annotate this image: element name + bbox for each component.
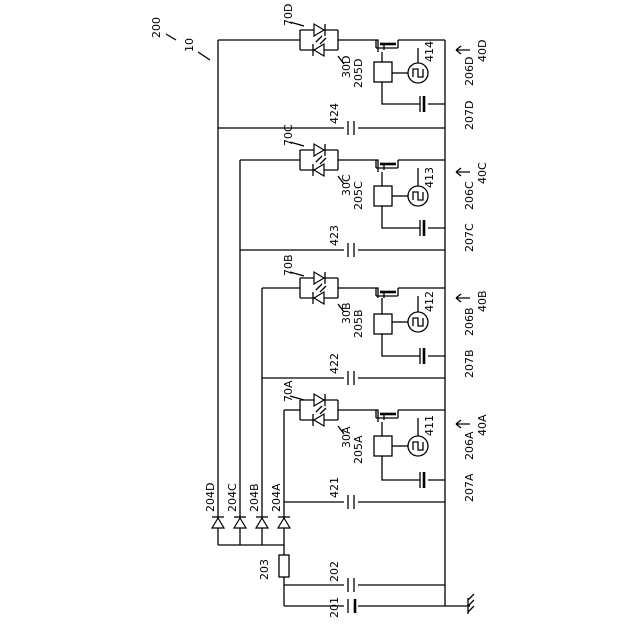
diode-204c: 204C	[226, 483, 246, 545]
capacitor-423: 423	[328, 225, 358, 257]
channel-a: 70A 30A 205A 411 206A 207A 40A	[282, 380, 489, 502]
capacitor-202: 202	[328, 561, 358, 592]
photocoupler-70a: 70A 30A	[282, 380, 353, 448]
channel-b: 70B 30B 205B 412 206B 207B 40B	[262, 254, 489, 378]
svg-text:414: 414	[423, 41, 436, 62]
capacitor-421: 421	[328, 477, 358, 509]
figure-label-10: 10	[183, 38, 210, 60]
svg-text:205C: 205C	[352, 181, 365, 210]
capacitor-422: 422	[328, 353, 358, 385]
svg-text:411: 411	[423, 415, 436, 436]
svg-text:206C: 206C	[463, 181, 476, 210]
svg-text:202: 202	[328, 561, 341, 582]
transistor-d	[376, 40, 398, 50]
svg-text:40B: 40B	[476, 290, 489, 312]
svg-text:204D: 204D	[204, 483, 217, 512]
control-block-205c	[374, 186, 392, 206]
svg-text:207C: 207C	[463, 223, 476, 252]
svg-text:204A: 204A	[270, 483, 283, 512]
svg-text:10: 10	[183, 38, 196, 52]
figure-label-200: 200	[150, 17, 176, 40]
svg-text:413: 413	[423, 167, 436, 188]
svg-text:412: 412	[423, 291, 436, 312]
capacitor-201: 201	[328, 597, 358, 618]
svg-text:205D: 205D	[352, 59, 365, 88]
svg-text:40D: 40D	[476, 40, 489, 62]
svg-text:204C: 204C	[226, 483, 239, 512]
control-block-205b	[374, 314, 392, 334]
svg-text:205A: 205A	[352, 435, 365, 464]
svg-text:201: 201	[328, 597, 341, 618]
channel-d: 70D 30D 205D 414 206D 207D 40D	[218, 4, 489, 130]
svg-text:421: 421	[328, 477, 341, 498]
diode-204b: 204B	[248, 483, 268, 545]
svg-text:206B: 206B	[463, 307, 476, 336]
diode-204a: 204A	[270, 483, 290, 545]
diode-204d: 204D	[204, 483, 224, 545]
control-block-205d	[374, 62, 392, 82]
svg-text:70A: 70A	[282, 380, 295, 402]
transistor-a	[376, 410, 398, 420]
svg-text:40C: 40C	[476, 162, 489, 184]
svg-text:207D: 207D	[463, 101, 476, 130]
svg-text:40A: 40A	[476, 414, 489, 436]
svg-text:423: 423	[328, 225, 341, 246]
svg-text:206A: 206A	[463, 431, 476, 460]
channel-c: 70C 30C 205C 413 206C 207C 40C	[240, 124, 489, 252]
photocoupler-70b: 70B 30B	[282, 254, 353, 324]
svg-text:207A: 207A	[463, 473, 476, 502]
svg-text:200: 200	[150, 17, 163, 38]
svg-text:206D: 206D	[463, 57, 476, 86]
resistor-203: 203	[258, 555, 289, 580]
svg-text:207B: 207B	[463, 349, 476, 378]
svg-text:204B: 204B	[248, 483, 261, 512]
ground-symbol	[468, 594, 474, 614]
control-block-205a	[374, 436, 392, 456]
svg-text:205B: 205B	[352, 309, 365, 338]
svg-text:422: 422	[328, 353, 341, 374]
transistor-b	[376, 288, 398, 298]
svg-text:203: 203	[258, 559, 271, 580]
svg-text:424: 424	[328, 103, 341, 124]
capacitor-424: 424	[328, 103, 358, 135]
photocoupler-70d: 70D 30D	[282, 4, 353, 78]
transistor-c	[376, 160, 398, 170]
